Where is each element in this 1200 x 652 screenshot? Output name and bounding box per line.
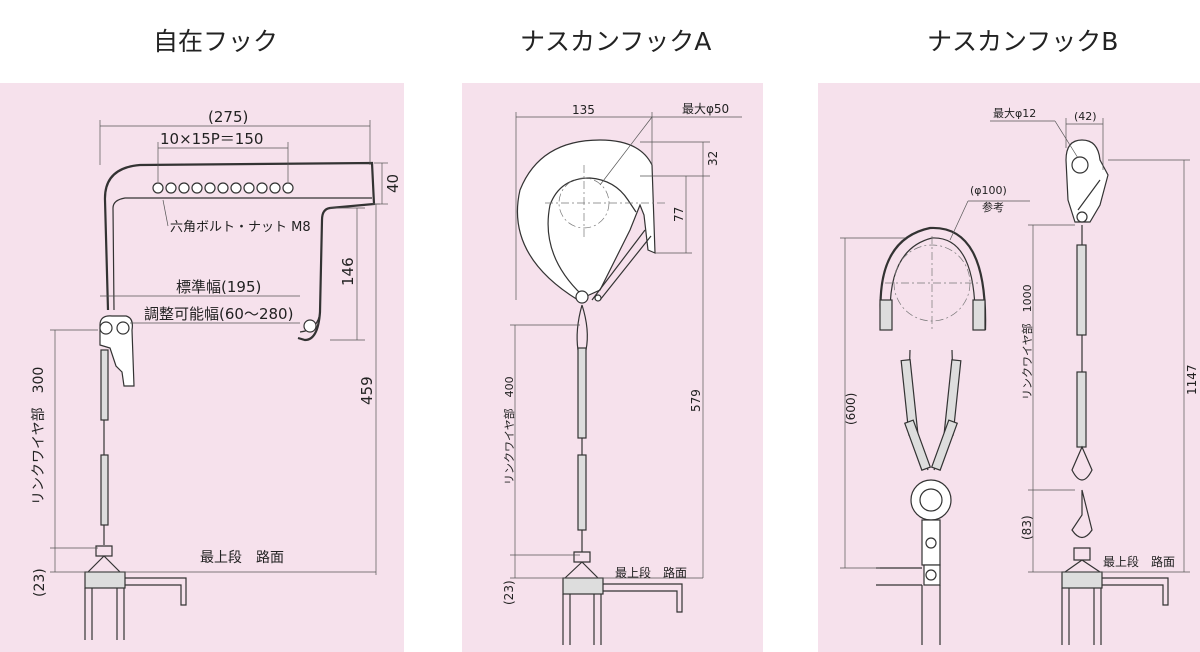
bolt-holes xyxy=(152,182,294,194)
dim-overall-width: (275) xyxy=(208,108,248,126)
max-50-label: 最大φ50 xyxy=(682,102,729,116)
nascan-hook-b-drawing xyxy=(840,118,1190,645)
panel-2-title: ナスカンフックA xyxy=(520,27,712,56)
dim-42: (42) xyxy=(1074,110,1097,123)
jizai-hook-drawing xyxy=(50,120,388,640)
dim-1147: 1147 xyxy=(1185,364,1199,395)
top-level-label: 最上段 路面 xyxy=(615,565,687,580)
panel-1-title: 自在フック xyxy=(153,27,279,56)
dim-83: (83) xyxy=(1020,515,1034,540)
nascan-hook-a-drawing xyxy=(510,112,742,645)
link-wire-label: リンクワイヤ部 300 xyxy=(31,367,47,505)
panel-1-background xyxy=(0,83,404,652)
standard-width-label: 標準幅(195) xyxy=(176,278,261,296)
top-level-label: 最上段 路面 xyxy=(1103,554,1175,569)
bolt-label: 六角ボルト・ナット M8 xyxy=(170,220,311,235)
dim-40: 40 xyxy=(384,174,402,193)
top-level-label: 最上段 路面 xyxy=(200,550,284,566)
max-12-label: 最大φ12 xyxy=(993,106,1036,120)
dim-135: 135 xyxy=(572,103,595,117)
link-wire-label: リンクワイヤ部 400 xyxy=(502,376,516,485)
dim-146: 146 xyxy=(339,257,357,286)
dim-579: 579 xyxy=(689,389,703,412)
dia-100-label: (φ100) xyxy=(970,184,1007,197)
adjustable-width-label: 調整可能幅(60～280) xyxy=(144,305,293,323)
dim-23: (23) xyxy=(32,568,48,597)
dim-32: 32 xyxy=(706,151,720,166)
reference-label: 参考 xyxy=(982,200,1004,214)
dim-77: 77 xyxy=(672,207,686,222)
panel-3-background xyxy=(818,83,1200,652)
dim-pitch: 10×15P＝150 xyxy=(160,130,263,148)
dim-23: (23) xyxy=(502,580,516,605)
panel-3-title: ナスカンフックB xyxy=(927,27,1119,56)
dim-600: (600) xyxy=(844,393,858,425)
dim-459: 459 xyxy=(358,376,376,405)
link-wire-label: リンクワイヤ部 1000 xyxy=(1020,284,1034,400)
